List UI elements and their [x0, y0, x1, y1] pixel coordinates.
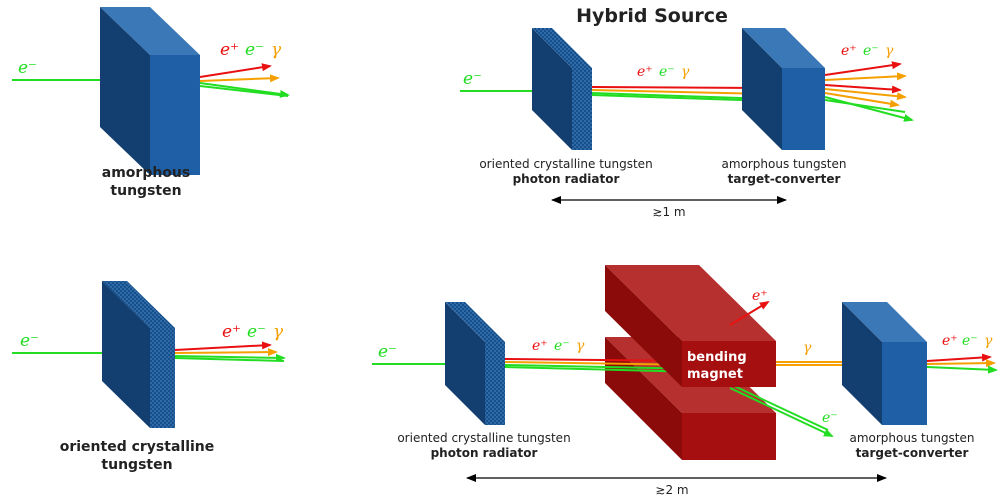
radiator-label-line1: oriented crystalline tungsten	[479, 157, 652, 171]
incoming-electron-label: e⁻	[20, 331, 39, 351]
positron-beam	[199, 63, 272, 78]
distance-label: ≳2 m	[655, 483, 688, 497]
positron-beam-mid	[591, 83, 764, 92]
deflected-electron-label: e⁻	[822, 410, 838, 426]
magnet-label-line2: magnet	[687, 367, 743, 382]
material-label-line2: tungsten	[101, 457, 172, 473]
electron-beam-out-2	[199, 85, 289, 97]
incoming-electron-label: e⁻	[18, 58, 37, 78]
electron-beam-out-2	[174, 357, 285, 362]
radiator-label-line2: photon radiator	[513, 172, 620, 186]
material-label-line2: tungsten	[110, 183, 181, 199]
electron-label-mid: e⁻	[554, 338, 570, 354]
gamma-beam-mid	[591, 89, 768, 98]
gamma-beam	[199, 74, 280, 83]
electron-beam-mid-2	[591, 94, 771, 102]
converter-label-line1: amorphous tungsten	[721, 157, 846, 171]
deflected-positron-label: e⁺	[752, 288, 768, 304]
magnet-label-line1: bending	[687, 350, 747, 365]
electron-label: e⁻	[247, 322, 266, 342]
material-label-line1: amorphous	[102, 165, 190, 181]
electron-label-out: e⁻	[863, 43, 879, 59]
gamma-beam-out	[926, 359, 996, 368]
positron-label-mid: e⁺	[637, 64, 653, 80]
incoming-electron-label: e⁻	[378, 342, 397, 362]
gamma-beam	[174, 348, 278, 357]
amorphous-tungsten-block	[100, 7, 200, 175]
radiator-label-line1: oriented crystalline tungsten	[397, 431, 570, 445]
panel-magnet: e⁻ e⁺ e⁻ γ e⁻ bending magnet	[372, 265, 998, 497]
panel-amorphous: e⁻ e⁺ e⁻ γ amorphous tungsten	[12, 7, 290, 199]
electron-label: e⁻	[245, 40, 264, 60]
converter-label-line2: target-converter	[856, 446, 969, 460]
positron-beam-out-2	[824, 84, 902, 94]
gamma-label-out: γ	[885, 43, 894, 59]
incoming-electron-label: e⁻	[463, 69, 482, 89]
gamma-label-mid: γ	[576, 338, 585, 354]
photon-radiator-block	[445, 302, 505, 425]
diagram-title: Hybrid Source	[576, 5, 728, 27]
target-converter-block	[842, 302, 927, 425]
electron-label-out: e⁻	[962, 333, 978, 349]
photon-radiator-block	[532, 28, 592, 150]
converter-label-line2: target-converter	[728, 172, 841, 186]
electron-beam-out	[926, 365, 998, 374]
panel-crystal: e⁻ e⁺ e⁻ γ oriented crystalline tungsten	[12, 281, 286, 473]
gamma-beam-out-3	[824, 92, 900, 108]
positron-beam	[174, 341, 272, 351]
radiator-label-line2: photon radiator	[431, 446, 538, 460]
gamma-label-magnet: γ	[803, 340, 812, 356]
deflected-electron-beam-2	[731, 384, 829, 431]
distance-label: ≳1 m	[652, 205, 685, 219]
gamma-label-out: γ	[984, 333, 993, 349]
converter-label-line1: amorphous tungsten	[849, 431, 974, 445]
deflected-electron-beam	[729, 387, 834, 437]
positron-label-out: e⁺	[841, 43, 857, 59]
positron-label: e⁺	[220, 40, 239, 60]
gamma-beam-out	[824, 72, 907, 81]
positron-label-mid: e⁺	[532, 338, 548, 354]
positron-label-out: e⁺	[942, 333, 958, 349]
electron-beam-out	[199, 82, 290, 98]
crystalline-tungsten-block	[102, 281, 175, 428]
electron-beam-out	[174, 353, 286, 362]
gamma-label: γ	[271, 40, 282, 60]
positron-label: e⁺	[222, 322, 241, 342]
electron-beam-out-2	[824, 99, 906, 113]
electron-label-mid: e⁻	[659, 64, 675, 80]
positron-beam-out	[824, 61, 902, 76]
electron-beam-out	[824, 96, 914, 122]
gamma-label-mid: γ	[681, 64, 690, 80]
gamma-beam-out-2	[824, 88, 907, 101]
panel-hybrid: e⁻ e⁺ e⁻ γ e⁺ e⁻ γ oriented crystalline …	[460, 28, 914, 219]
target-converter-block	[742, 28, 825, 150]
gamma-label: γ	[273, 322, 284, 342]
material-label-line1: oriented crystalline	[60, 439, 215, 455]
positron-beam-out	[926, 353, 992, 362]
electron-beam-mid	[591, 92, 772, 103]
deflected-positron-beam	[729, 300, 770, 326]
